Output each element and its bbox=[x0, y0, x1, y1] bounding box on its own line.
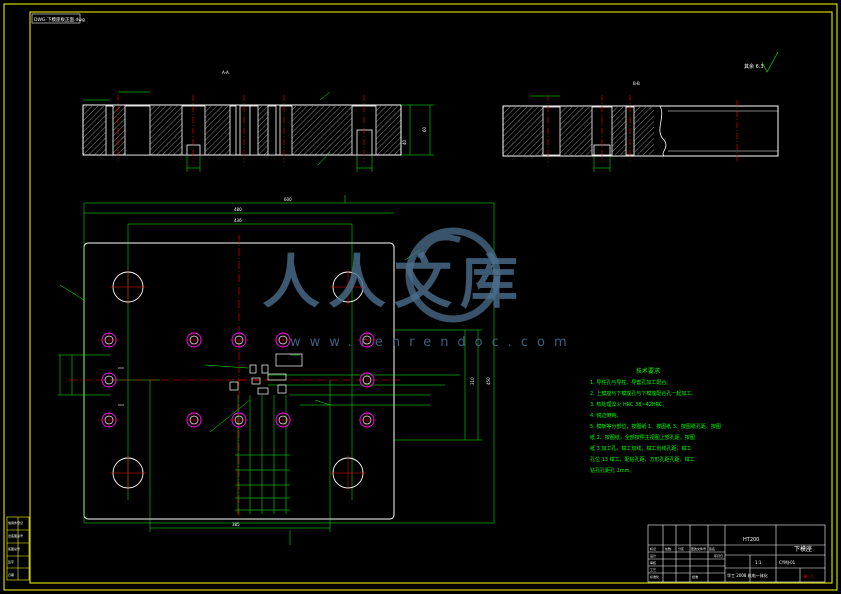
tb-row-5: 签名 bbox=[709, 546, 715, 551]
sheet-border-outer bbox=[3, 3, 838, 591]
dim-bottom-span: 385 bbox=[232, 522, 240, 527]
plan-view bbox=[58, 195, 495, 545]
tech-line-2: 2. 上模座与下模座孔与下模座配合孔一起加工。 bbox=[590, 390, 696, 397]
side-block bbox=[6, 516, 30, 581]
dim-hole-span: 436 bbox=[234, 218, 242, 223]
watermark-logo bbox=[405, 227, 501, 323]
sheet-border-inner bbox=[29, 11, 833, 584]
roughness-note: 其余 6.3 bbox=[744, 63, 764, 70]
tb-scale: 1:1 bbox=[755, 560, 762, 565]
side-row-4: 签字 bbox=[8, 559, 14, 564]
dim-overall-width: 600 bbox=[284, 197, 292, 202]
drawing-tag: DWG-下模座板正面.dwg bbox=[34, 16, 85, 23]
sec-a-depth: 40 bbox=[402, 139, 407, 145]
dim-overall-height: 450 bbox=[486, 377, 491, 385]
tech-line-3: 3. 热处理淬火 HRC 38~42HRC。 bbox=[590, 401, 667, 408]
sec-a-thickness: 60 bbox=[422, 126, 427, 132]
side-row-2: 旧底图总号 bbox=[8, 533, 23, 538]
tb-role-3: 工艺 bbox=[650, 567, 656, 572]
tb-role-5: 批准 bbox=[692, 574, 698, 579]
section-label-a: A-A bbox=[222, 70, 229, 75]
section-view-a: 60 40 A-A bbox=[82, 70, 434, 172]
tech-line-7: 纸 3 加工孔，钳工划线，钳工划线孔距，钳工 bbox=[590, 445, 691, 452]
tb-role-1: 设计 bbox=[650, 553, 656, 558]
watermark-main: 人人文库 bbox=[262, 248, 526, 316]
dim-inner-width: 480 bbox=[234, 207, 242, 212]
tb-part-name: 下模座 bbox=[794, 545, 812, 553]
tech-line-5: 5. 模板等分部位，按图纸 1、按图纸 3、按图纸孔距、按图 bbox=[590, 423, 721, 430]
side-row-1: 借用件登记 bbox=[8, 520, 23, 525]
tb-school: 华工 2008 机电一体化 bbox=[727, 572, 768, 578]
tb-row-3: 分区 bbox=[678, 546, 684, 551]
tb-row-4: 更改文件号 bbox=[691, 546, 706, 551]
section-label-b: B-B bbox=[633, 81, 640, 86]
tech-line-8: 孔位 13 钳工，配钻孔距，方形孔距孔距，钳工 bbox=[590, 456, 695, 463]
dim-guide-span: 310 bbox=[470, 377, 475, 385]
tech-line-6: 纸 2、按图纸，全部按照主视图上部孔距，按图 bbox=[590, 434, 695, 441]
tb-drawing-no: CYMJ-01 bbox=[779, 560, 796, 565]
side-row-5: 日期 bbox=[8, 572, 14, 577]
title-block bbox=[647, 524, 826, 583]
watermark-url: www.renrendoc.com bbox=[290, 335, 576, 350]
drawing-tag-box bbox=[31, 13, 81, 24]
tech-title: 技术要求 bbox=[636, 367, 660, 375]
side-row-3: 底图总号 bbox=[8, 546, 20, 551]
screw-holes bbox=[100, 331, 376, 429]
tb-role-4: 标准化 bbox=[650, 574, 659, 579]
tech-line-1: 1. 导柱孔与导柱、导套孔加工配合。 bbox=[590, 379, 671, 386]
section-view-b: B-B bbox=[502, 81, 779, 172]
tb-role-2: 审核 bbox=[650, 560, 656, 565]
tb-row-6: 年月日 bbox=[714, 553, 723, 558]
tb-projection: ⊕ ◁ bbox=[803, 574, 813, 580]
tb-material: HT200 bbox=[743, 537, 759, 543]
tb-row-2: 处数 bbox=[665, 546, 671, 551]
tb-row-1: 标记 bbox=[650, 546, 656, 551]
tech-line-4: 4. 锐边倒钝。 bbox=[590, 412, 621, 419]
tech-line-9: 钻孔孔距孔 1mm。 bbox=[590, 467, 635, 474]
roughness-symbol bbox=[761, 51, 779, 73]
